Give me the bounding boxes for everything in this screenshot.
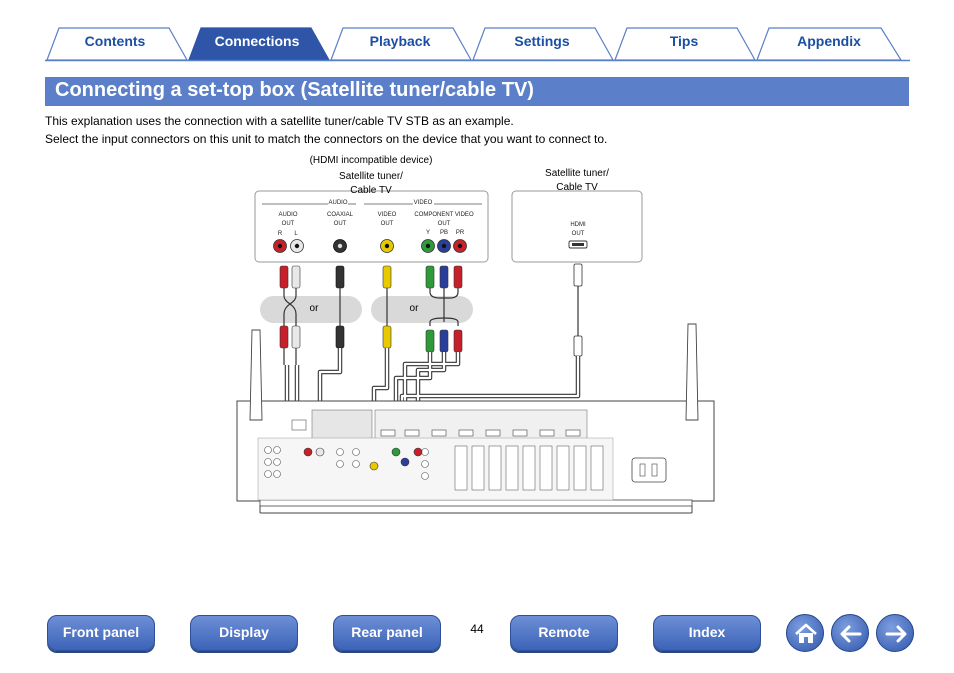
left-device-caption-2: Satellite tuner/: [339, 171, 403, 182]
coaxial-out-jack: [333, 239, 347, 253]
top-tab-bar: Contents Connections Playback Settings T…: [45, 26, 910, 62]
front-panel-button[interactable]: Front panel: [47, 615, 155, 651]
tab-contents[interactable]: Contents: [84, 33, 146, 49]
back-arrow-icon: [840, 625, 862, 643]
or-label-left: or: [309, 303, 319, 314]
audio-out-label-1: AUDIO: [278, 212, 298, 218]
tab-tips[interactable]: Tips: [669, 33, 699, 49]
index-button[interactable]: Index: [653, 615, 761, 651]
remote-button[interactable]: Remote: [510, 615, 618, 651]
video-out-label-1: VIDEO: [377, 212, 397, 218]
home-button[interactable]: [786, 614, 824, 652]
page-title: Connecting a set-top box (Satellite tune…: [55, 79, 534, 101]
video-out-label-2: OUT: [380, 221, 394, 227]
tab-settings[interactable]: Settings: [514, 33, 570, 49]
back-button[interactable]: [831, 614, 869, 652]
hdmi-out-port: [568, 240, 588, 249]
or-label-right: or: [409, 303, 419, 314]
audio-header: AUDIO: [328, 200, 348, 206]
hdmi-out-label-2: OUT: [571, 231, 585, 237]
tab-connections[interactable]: Connections: [214, 33, 300, 49]
hdmi-out-label-1: HDMI: [570, 222, 586, 228]
left-device-caption-3: Cable TV: [350, 185, 392, 196]
right-device-caption-2: Cable TV: [556, 182, 598, 193]
tab-playback[interactable]: Playback: [369, 33, 431, 49]
component-pr-label: PR: [455, 230, 465, 236]
left-device-caption-1: (HDMI incompatible device): [309, 155, 433, 166]
audio-out-jacks: [273, 239, 304, 253]
rear-panel-button[interactable]: Rear panel: [333, 615, 441, 651]
channel-l-label: L: [294, 231, 298, 237]
video-out-jack: [380, 239, 394, 253]
component-y-label: Y: [425, 230, 430, 236]
right-device-caption-1: Satellite tuner/: [545, 168, 609, 179]
intro-line-2: Select the input connectors on this unit…: [45, 132, 608, 146]
component-out-label-2: OUT: [437, 221, 451, 227]
video-header: VIDEO: [413, 200, 433, 206]
intro-line-1: This explanation uses the connection wit…: [45, 114, 514, 128]
page-title-bar: Connecting a set-top box (Satellite tune…: [45, 77, 909, 106]
tab-shapes: [45, 27, 910, 62]
home-icon: [795, 623, 817, 643]
audio-out-label-2: OUT: [281, 221, 295, 227]
forward-arrow-icon: [885, 625, 907, 643]
tab-appendix[interactable]: Appendix: [797, 33, 861, 49]
forward-button[interactable]: [876, 614, 914, 652]
component-out-label-1: COMPONENT VIDEO: [414, 212, 474, 218]
component-out-jacks: [421, 239, 467, 253]
display-button[interactable]: Display: [190, 615, 298, 651]
channel-r-label: R: [277, 231, 283, 237]
component-pb-label: PB: [439, 230, 448, 236]
page-number: 44: [470, 622, 484, 636]
receiver-rear-panel: [236, 323, 715, 514]
coaxial-out-label-2: OUT: [333, 221, 347, 227]
coaxial-out-label-1: COAXIAL: [326, 212, 353, 218]
